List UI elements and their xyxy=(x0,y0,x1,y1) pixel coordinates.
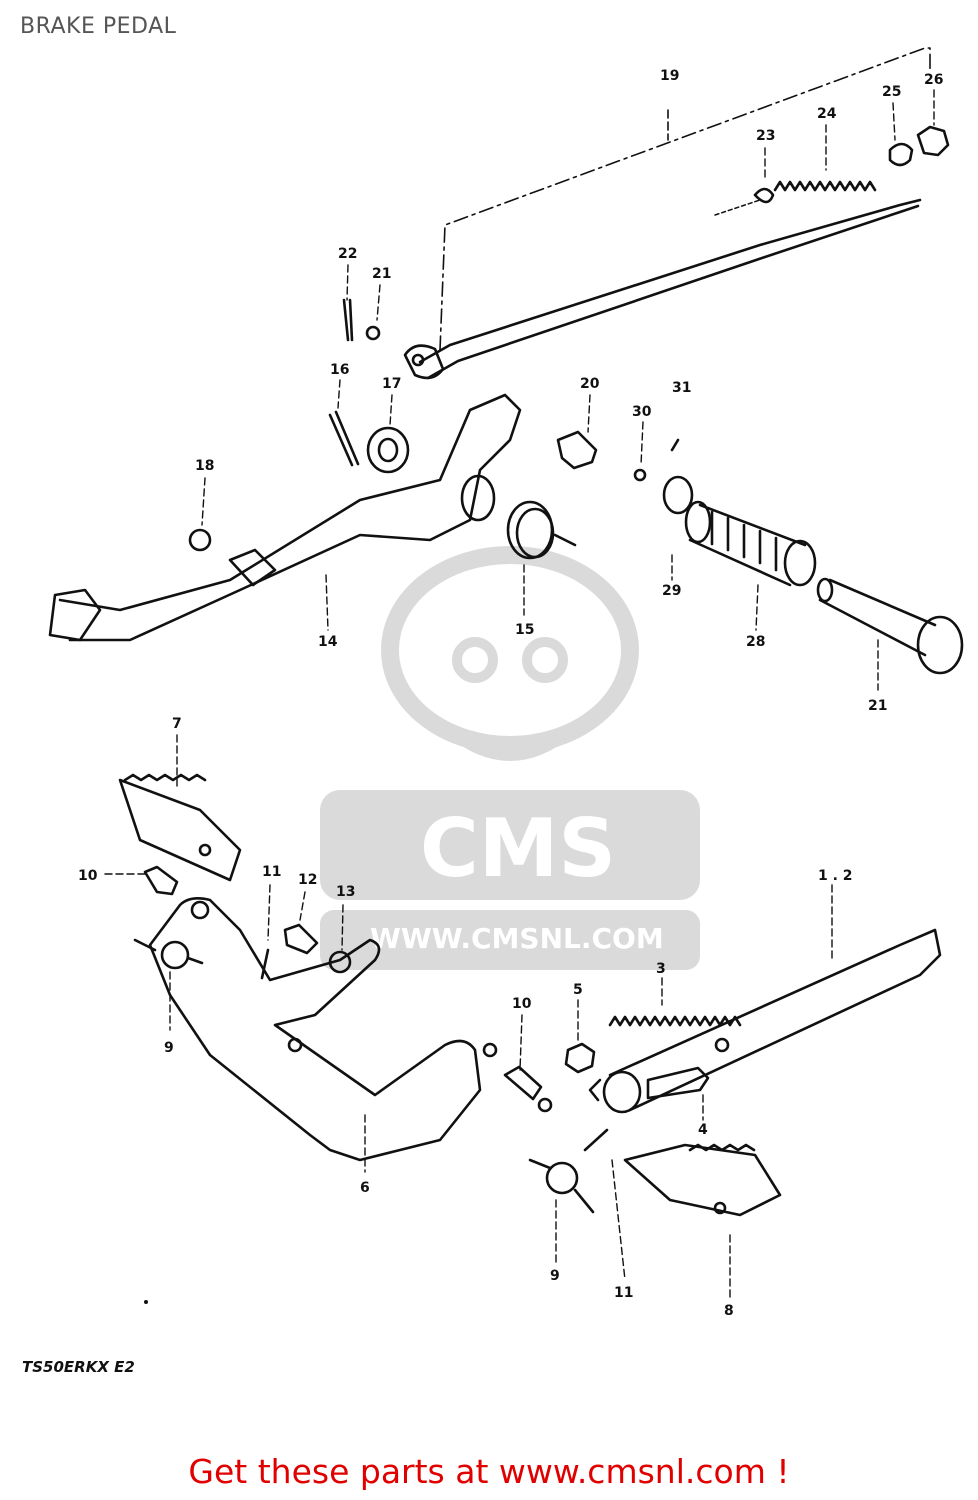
washer-29 xyxy=(662,475,694,515)
rod-spring-24 xyxy=(773,180,877,192)
callout-25: 25 xyxy=(882,84,901,100)
cotter-pin-11b xyxy=(583,1128,609,1152)
callout-17: 17 xyxy=(382,376,401,392)
callout-11a: 11 xyxy=(262,864,281,880)
callout-9b: 9 xyxy=(550,1268,560,1284)
bolt-20 xyxy=(556,430,598,470)
footrest-8 xyxy=(623,1143,782,1217)
callout-14: 14 xyxy=(318,634,338,650)
side-stand-1-2 xyxy=(602,928,942,1114)
callout-labels: 19 23 24 25 26 22 21 16 17 20 30 31 18 2… xyxy=(78,68,943,1319)
callout-1-2: 1 . 2 xyxy=(818,868,853,884)
dot-mark xyxy=(144,1300,148,1304)
cms-watermark: CMS WWW.CMSNL.COM xyxy=(300,540,720,1000)
model-code-label: TS50ERKX E2 xyxy=(22,1358,135,1376)
rod-pin-25 xyxy=(888,142,914,167)
cotter-pin-22 xyxy=(342,298,354,342)
rod-assembly-guide xyxy=(439,47,931,351)
callout-23: 23 xyxy=(756,128,775,144)
return-spring-15 xyxy=(506,500,577,560)
washer-21 xyxy=(365,325,381,341)
callout-10a: 10 xyxy=(78,868,98,884)
spring-9b xyxy=(528,1158,595,1214)
page-title: BRAKE PEDAL xyxy=(20,14,177,39)
callout-19: 19 xyxy=(660,68,679,84)
mascot-watermark-icon xyxy=(320,546,700,970)
arrow-mark xyxy=(588,1078,602,1102)
spring-3 xyxy=(608,1015,742,1027)
bolt-12 xyxy=(283,923,319,955)
bolt-10b xyxy=(503,1065,543,1101)
pin-30 xyxy=(633,468,647,482)
cap-18 xyxy=(188,528,212,552)
bolt-10a xyxy=(143,865,179,896)
callout-12: 12 xyxy=(298,872,317,888)
callout-16: 16 xyxy=(330,362,349,378)
callout-24: 24 xyxy=(817,106,837,122)
brake-rod xyxy=(403,198,922,380)
bolt-4 xyxy=(646,1066,710,1100)
callout-5: 5 xyxy=(573,982,583,998)
callout-10b: 10 xyxy=(512,996,532,1012)
washer-17 xyxy=(366,426,410,474)
callout-26: 26 xyxy=(924,72,943,88)
callout-11b: 11 xyxy=(614,1285,633,1301)
spring-9a xyxy=(133,938,204,970)
callout-8: 8 xyxy=(724,1303,734,1319)
callout-28: 28 xyxy=(746,634,765,650)
rod-nut-26 xyxy=(916,125,950,157)
callout-31: 31 xyxy=(672,380,691,396)
footrest-7 xyxy=(118,773,242,882)
promo-link[interactable]: Get these parts at www.cmsnl.com ! xyxy=(188,1452,790,1491)
callout-22: 22 xyxy=(338,246,357,262)
footrest-shaft-21 xyxy=(816,577,964,675)
watermark-logo-text: CMS xyxy=(420,802,616,895)
callout-3: 3 xyxy=(656,961,666,977)
rod-joint-23 xyxy=(753,187,775,204)
callout-15: 15 xyxy=(515,622,534,638)
callout-4: 4 xyxy=(698,1122,708,1138)
callout-21a: 21 xyxy=(372,266,391,282)
callout-30: 30 xyxy=(632,404,652,420)
clip-31 xyxy=(670,438,680,452)
cotter-pin-11a xyxy=(260,948,270,980)
leader-lines xyxy=(104,89,935,1298)
watermark-url-text: WWW.CMSNL.COM xyxy=(370,922,664,955)
callout-29: 29 xyxy=(662,583,681,599)
callout-7: 7 xyxy=(172,716,182,732)
callout-13: 13 xyxy=(336,884,355,900)
nut-5 xyxy=(564,1042,596,1074)
callout-6: 6 xyxy=(360,1180,370,1196)
callout-21b: 21 xyxy=(868,698,887,714)
footrest-rubber-28 xyxy=(684,500,817,587)
callout-20: 20 xyxy=(580,376,600,392)
callout-9a: 9 xyxy=(164,1040,174,1056)
brake-pedal-14 xyxy=(48,393,522,642)
callout-18: 18 xyxy=(195,458,214,474)
footrest-bracket-6 xyxy=(148,897,553,1162)
cotter-pin-16 xyxy=(328,410,360,467)
